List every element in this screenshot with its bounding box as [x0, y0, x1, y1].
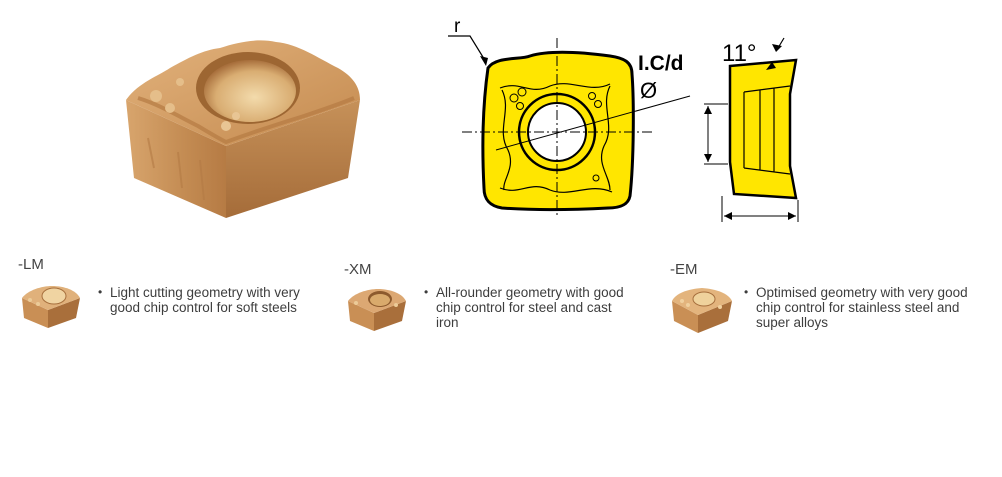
- clearance-angle-label: 11°: [722, 40, 757, 67]
- description-line: chip control for stainless steel and: [756, 300, 960, 315]
- variant-xm-insert-image: [348, 289, 406, 331]
- bullet: •: [98, 285, 103, 299]
- variant-code-em: -EM: [670, 261, 698, 278]
- description-line: chip control for steel and cast: [436, 300, 612, 315]
- description-line: iron: [436, 315, 459, 330]
- description-line: Light cutting geometry with very: [110, 285, 300, 300]
- description-line: All-rounder geometry with good: [436, 285, 624, 300]
- bullet: •: [424, 285, 429, 299]
- variant-xm-description: • All-rounder geometry with good chip co…: [424, 285, 654, 330]
- variant-code-xm: -XM: [344, 261, 372, 278]
- insert-top-view-diagram: r I.C/d Ø: [448, 16, 691, 216]
- variant-em-description: • Optimised geometry with very good chip…: [744, 285, 994, 330]
- ic-label: I.C/d: [638, 52, 684, 75]
- insert-side-view-diagram: [704, 37, 799, 222]
- diameter-symbol: Ø: [640, 78, 657, 103]
- variant-em-insert-image: [672, 288, 732, 333]
- variant-lm-description: • Light cutting geometry with very good …: [98, 285, 328, 315]
- description-line: good chip control for soft steels: [110, 300, 297, 315]
- variant-lm-insert-image: [22, 286, 80, 328]
- description-line: super alloys: [756, 315, 829, 330]
- description-line: Optimised geometry with very good: [756, 285, 968, 300]
- radius-label: r: [454, 16, 461, 37]
- insert-3d-image: [126, 40, 360, 218]
- bullet: •: [744, 285, 749, 299]
- variant-code-lm: -LM: [18, 256, 44, 273]
